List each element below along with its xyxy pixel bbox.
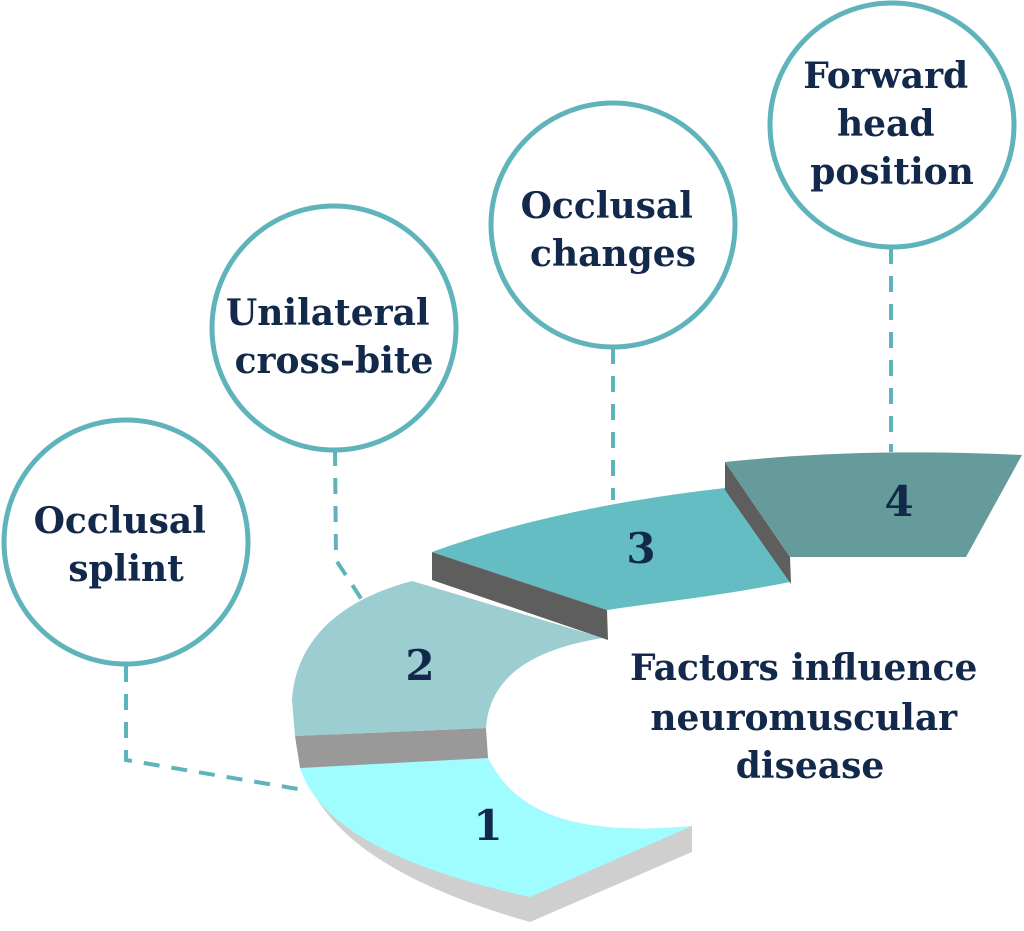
label-1-line-1: Occlusal [34,500,206,542]
riser-1-2 [295,728,488,768]
step-number-2: 2 [405,641,434,690]
label-4-line-1: Forward [803,55,968,97]
step-number-1: 1 [473,801,502,850]
step-number-4: 4 [884,477,913,526]
label-4: Forward head position [803,55,981,193]
diagram-title: Factors influence neuromuscular disease [630,647,990,787]
diagram-title-line-1: Factors influence [630,647,977,689]
connector-2 [333,449,364,602]
step-number-3: 3 [626,524,655,573]
connector-1 [124,666,305,792]
label-circle-1 [1,417,251,667]
label-circle-4 [767,0,1017,250]
label-circle-2 [209,203,459,453]
label-3-line-2: changes [530,233,696,275]
riser-2-3 [432,552,608,640]
step-2-surface [292,581,603,736]
step-3-surface [432,488,790,610]
label-4-line-2: head [837,103,935,145]
label-4-line-3: position [810,151,974,193]
riser-3-4 [725,462,791,584]
label-2: Unilateral cross-bite [226,292,442,382]
label-circle-3 [488,100,738,350]
label-2-line-2: cross-bite [235,340,434,382]
label-3: Occlusal changes [521,185,706,275]
diagram-title-line-2: neuromuscular [650,697,958,739]
label-1: Occlusal splint [34,500,219,590]
label-3-line-1: Occlusal [521,185,693,227]
step-1-surface [300,758,692,897]
step-4-surface [725,452,1022,557]
label-1-line-2: splint [68,548,184,590]
diagram-title-line-3: disease [736,745,885,787]
label-2-line-1: Unilateral [226,292,430,334]
